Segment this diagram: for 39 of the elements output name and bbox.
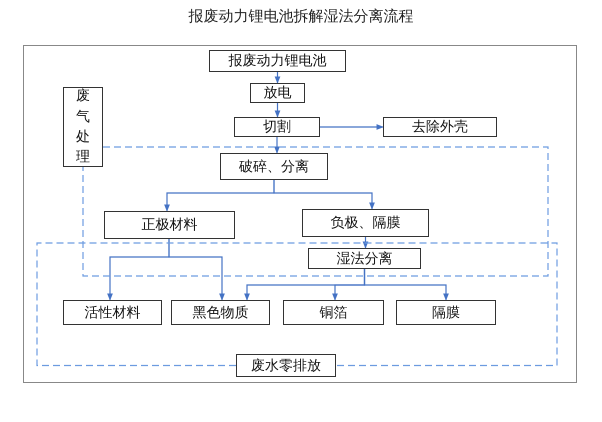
process-box [396, 300, 496, 325]
arrow [364, 269, 449, 301]
box-label: 活性材料 [84, 304, 140, 322]
box-label: 湿法分离 [336, 250, 392, 268]
process-box [209, 50, 346, 72]
box-label: 正极材料 [142, 216, 198, 234]
box-label: 黑色物质 [192, 304, 248, 322]
process-box [63, 300, 162, 325]
box-label: 铜箔 [320, 304, 348, 322]
arrow [274, 103, 280, 118]
box-label: 负极、隔膜 [330, 214, 400, 232]
process-box [383, 117, 497, 137]
process-box [63, 87, 103, 167]
dashed-loop-line [82, 146, 549, 277]
box-label: 隔膜 [432, 304, 460, 322]
box-label: 切割 [263, 118, 291, 136]
process-box [250, 83, 305, 103]
arrow [274, 137, 280, 154]
process-box [236, 354, 336, 377]
process-box [302, 209, 429, 237]
process-box [171, 300, 270, 325]
process-box [308, 248, 421, 269]
process-box [104, 211, 235, 239]
arrow [168, 239, 225, 301]
box-label: 废水零排放 [251, 356, 321, 374]
box-label: 破碎、分离 [239, 158, 309, 176]
box-label: 废气处理 [76, 87, 90, 168]
box-label: 放电 [264, 84, 292, 102]
box-label: 报废动力锂电池 [228, 52, 326, 70]
arrow [274, 72, 280, 84]
process-box [234, 117, 320, 137]
dashed-loop-line [36, 242, 558, 366]
arrow [362, 237, 368, 249]
process-box [283, 300, 384, 325]
arrow [320, 124, 384, 130]
process-box [220, 153, 328, 180]
arrow [273, 180, 375, 210]
diagram-title: 报废动力锂电池拆解湿法分离流程 [188, 7, 414, 26]
box-label: 去除外壳 [412, 118, 468, 136]
